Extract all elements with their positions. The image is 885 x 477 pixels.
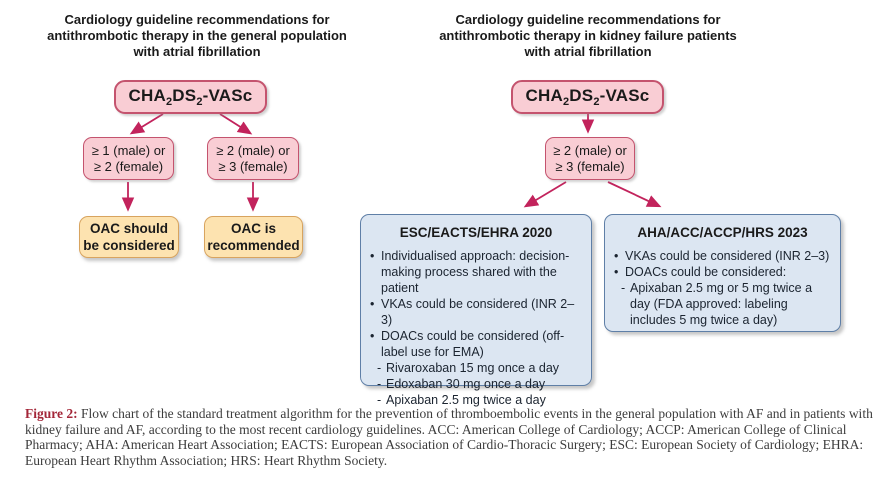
- figure-caption-label: Figure 2:: [25, 406, 78, 421]
- left-outcome1-box: OAC should be considered: [79, 216, 179, 258]
- right-title-line2: antithrombotic therapy in kidney failure…: [439, 28, 737, 43]
- figure-caption: Figure 2: Flow chart of the standard tre…: [25, 406, 873, 468]
- esc-guideline-items: •Individualised approach: decision-makin…: [361, 248, 591, 416]
- right-title-line3: with atrial fibrillation: [524, 44, 652, 59]
- left-chadsvasc-label: CHA2DS2-VASc: [128, 86, 253, 108]
- right-branch-score-box: ≥ 2 (male) or ≥ 3 (female): [545, 137, 635, 180]
- aha-guideline-box: AHA/ACC/ACCP/HRS 2023 •VKAs could be con…: [604, 214, 841, 332]
- arrow-left-root-to-branch2: [219, 113, 253, 135]
- left-outcome2-box: OAC is recommended: [204, 216, 303, 258]
- right-chadsvasc-label: CHA2DS2-VASc: [525, 86, 650, 108]
- right-chadsvasc-box: CHA2DS2-VASc: [511, 80, 664, 114]
- esc-guideline-title: ESC/EACTS/EHRA 2020: [399, 225, 553, 240]
- guideline-item: •DOACs could be considered:: [614, 265, 787, 279]
- aha-guideline-items: •VKAs could be considered (INR 2–3) •DOAC…: [605, 248, 840, 336]
- left-branch1-score-box: ≥ 1 (male) or ≥ 2 (female): [83, 137, 174, 180]
- figure-caption-text: Flow chart of the standard treatment alg…: [25, 406, 873, 468]
- left-title-line2: antithrombotic therapy in the general po…: [47, 28, 347, 43]
- guideline-item: •VKAs could be considered (INR 2–3): [370, 297, 575, 327]
- guideline-item: -Apixaban 2.5 mg twice a day: [377, 393, 546, 407]
- right-chart-title: Cardiology guideline recommendations for…: [423, 12, 753, 60]
- left-chadsvasc-box: CHA2DS2-VASc: [114, 80, 267, 114]
- arrow-right-branch-to-aha: [607, 181, 662, 208]
- left-title-line3: with atrial fibrillation: [133, 44, 261, 59]
- esc-guideline-box: ESC/EACTS/EHRA 2020 •Individualised appr…: [360, 214, 592, 407]
- guideline-item: -Apixaban 2.5 mg or 5 mg twice a day (FD…: [621, 281, 813, 327]
- right-title-line1: Cardiology guideline recommendations for: [455, 12, 721, 27]
- left-title-line1: Cardiology guideline recommendations for: [64, 12, 330, 27]
- arrow-left-root-to-branch1: [129, 113, 164, 135]
- guideline-item: •VKAs could be considered (INR 2–3): [614, 249, 830, 263]
- guideline-item: •Individualised approach: decision-makin…: [370, 249, 570, 295]
- arrow-right-branch-to-esc: [523, 181, 567, 208]
- left-branch2-score-box: ≥ 2 (male) or ≥ 3 (female): [207, 137, 299, 180]
- guideline-item: •DOACs could be considered (off-label us…: [370, 329, 565, 359]
- aha-guideline-title: AHA/ACC/ACCP/HRS 2023: [637, 225, 808, 240]
- guideline-item: -Edoxaban 30 mg once a day: [377, 377, 546, 391]
- guideline-item: -Rivaroxaban 15 mg once a day: [377, 361, 560, 375]
- left-chart-title: Cardiology guideline recommendations for…: [32, 12, 362, 60]
